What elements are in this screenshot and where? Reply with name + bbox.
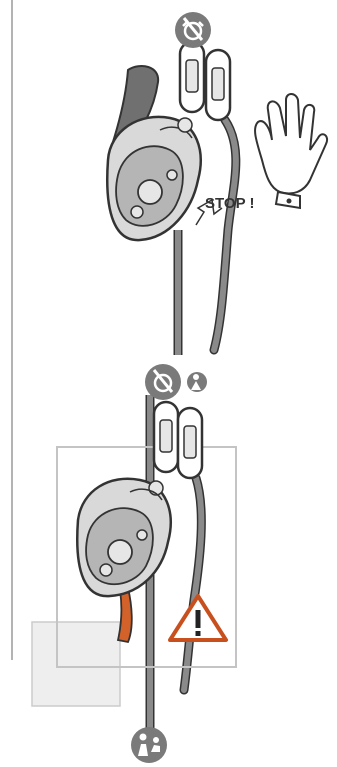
top-panel: STOP ! xyxy=(106,12,328,355)
stop-label: STOP ! xyxy=(205,195,254,212)
top-badge-fall-factor-icon xyxy=(175,12,211,48)
highlight-frame xyxy=(56,446,237,668)
open-hand-icon xyxy=(254,93,328,210)
top-belay-device xyxy=(106,115,202,242)
bottom-panel xyxy=(31,364,237,763)
top-carabiner-right xyxy=(204,48,232,122)
warning-triangle-icon xyxy=(168,594,228,642)
middle-badge-fall-factor-user-icon xyxy=(145,364,207,400)
bottom-belay-device xyxy=(76,477,172,598)
bottom-badge-climber-rescue-icon xyxy=(131,727,167,763)
top-carabiner-left xyxy=(178,40,206,114)
lever-orange xyxy=(116,586,133,644)
inset-box xyxy=(31,621,121,707)
stop-callout: STOP ! xyxy=(195,195,254,226)
bottom-carabiner-right xyxy=(176,406,204,480)
bottom-carabiner-left xyxy=(152,400,180,474)
